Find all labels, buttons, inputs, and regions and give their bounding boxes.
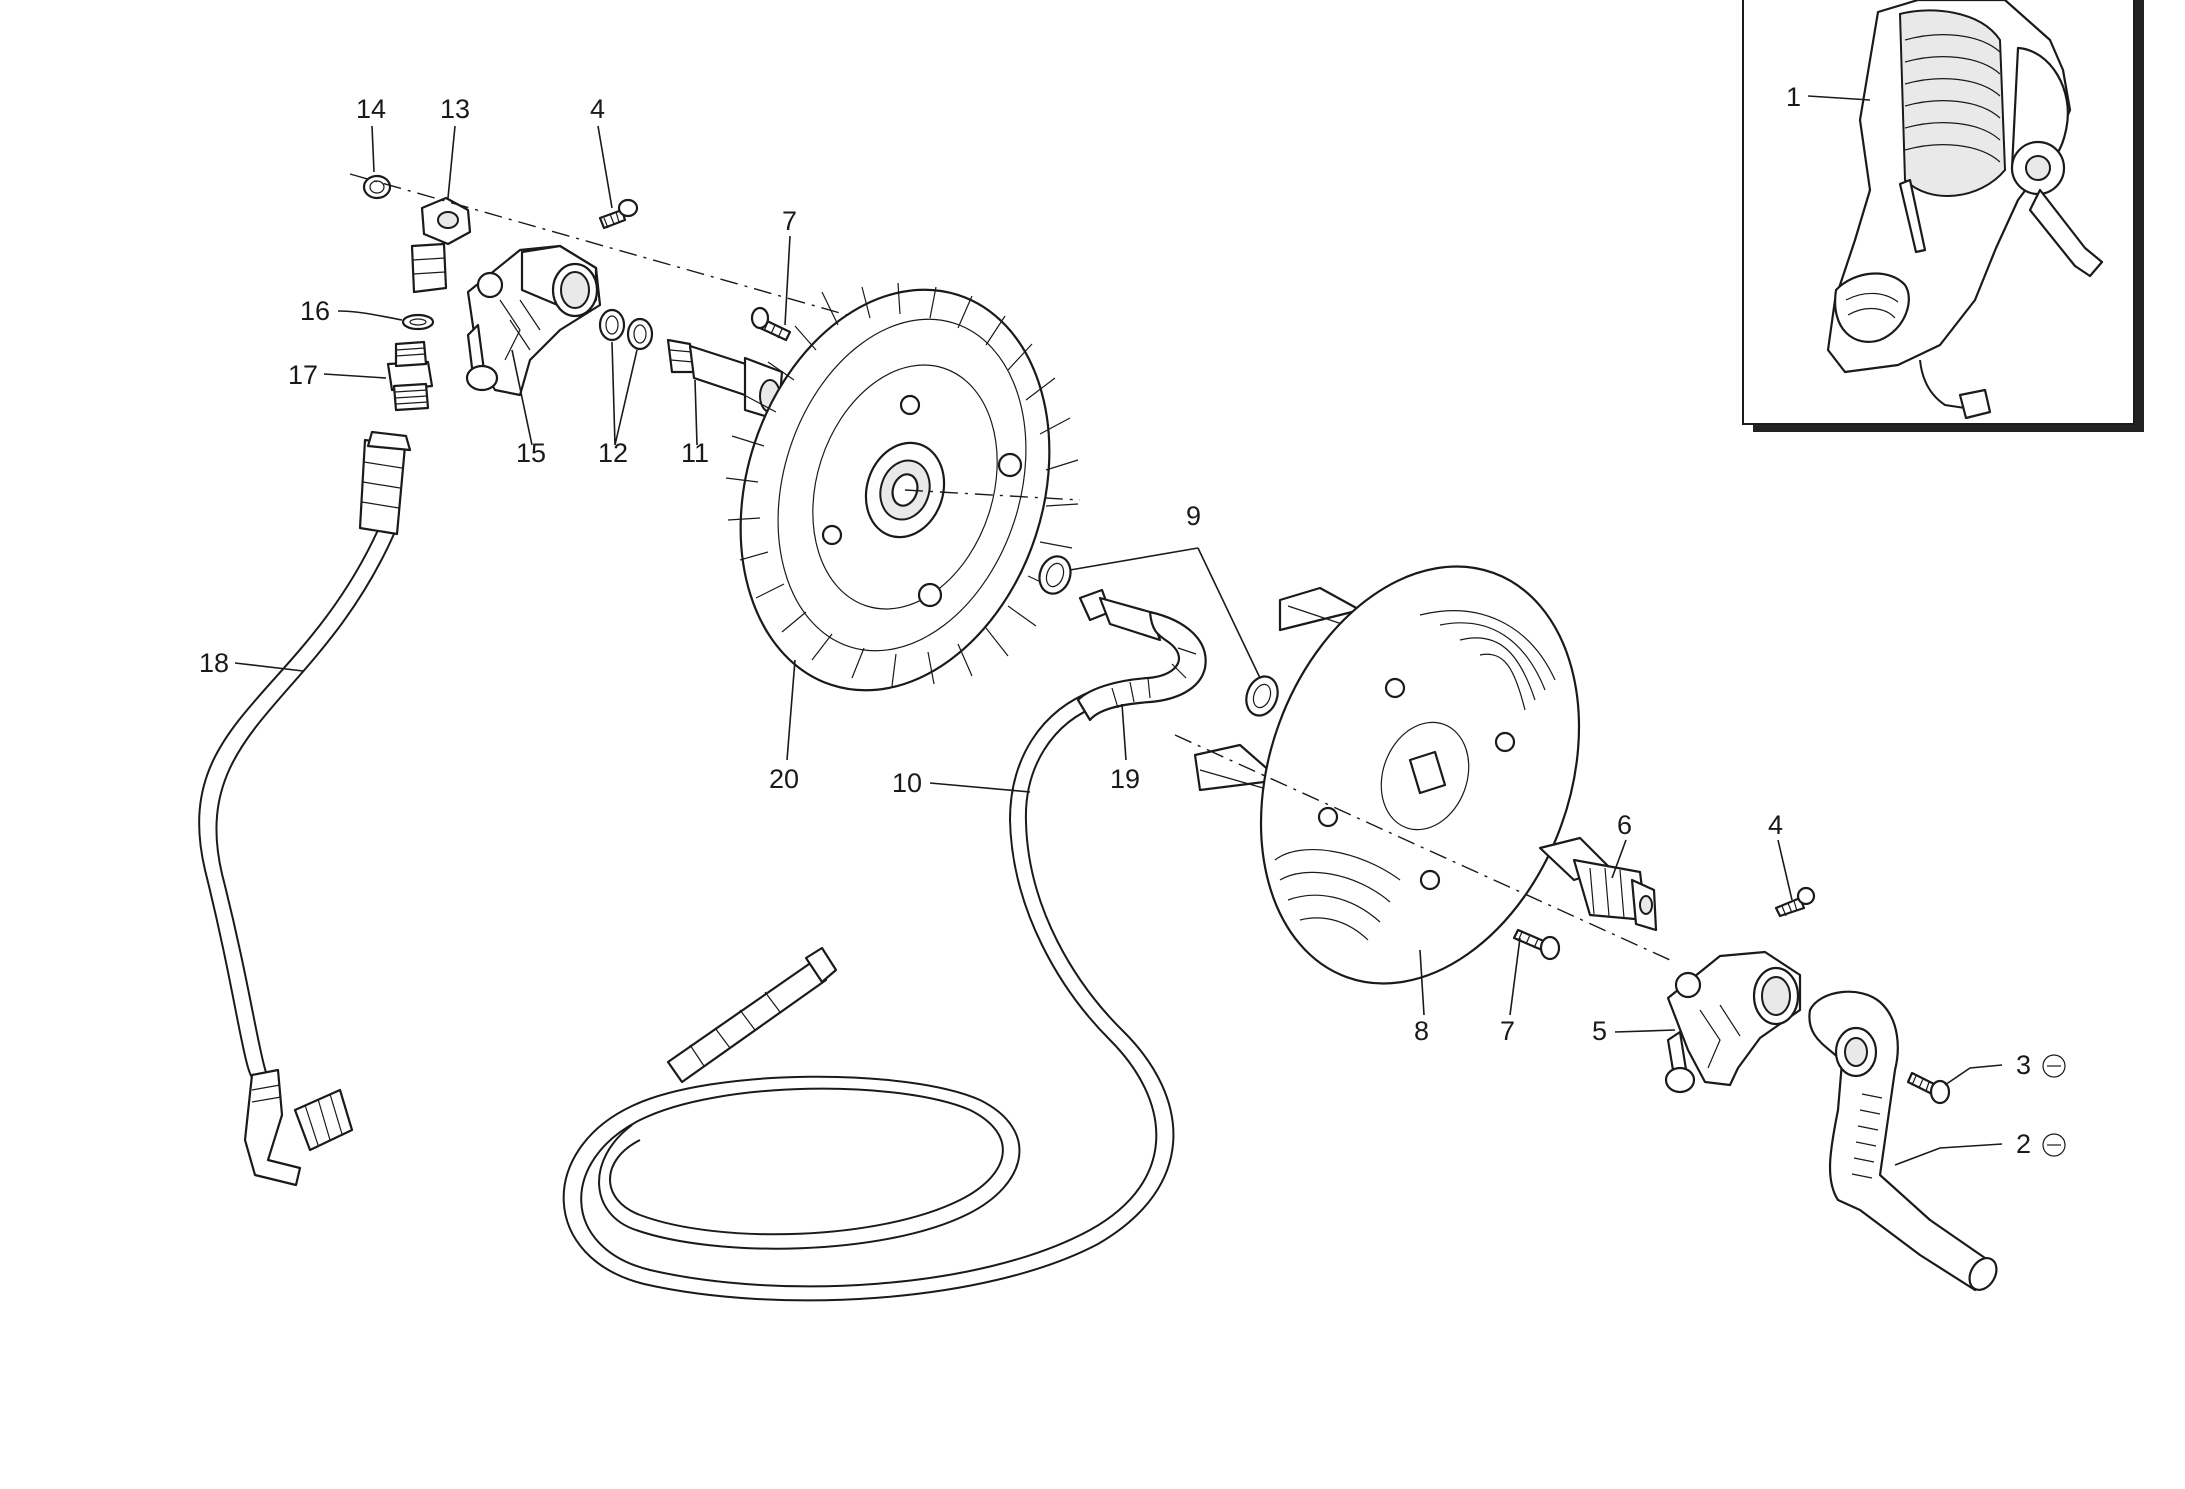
part-19-hose-guard	[1076, 588, 1207, 722]
part-4-screw-top	[598, 198, 639, 230]
leader-11	[694, 379, 698, 446]
callout-17: 17	[288, 360, 318, 390]
callout-13: 13	[440, 94, 470, 124]
callout-12: 12	[598, 438, 628, 468]
circle-minus-icon	[2042, 1054, 2066, 1078]
part-8-reel-drum	[1193, 565, 1581, 985]
part-13-angle-nut	[410, 196, 472, 294]
callout-10: 10	[892, 768, 922, 798]
part-7-screw-upper	[750, 306, 792, 342]
axis-line-disc	[904, 489, 1081, 501]
part-6-pivot-connector	[1538, 836, 1658, 932]
part-7-screw-lower	[1512, 928, 1561, 961]
callout-2: 2	[2016, 1129, 2031, 1159]
callout-7a: 7	[782, 206, 797, 236]
part-5-right-bracket	[1664, 950, 1802, 1094]
callout-7b: 7	[1500, 1016, 1515, 1046]
leader-10	[929, 782, 1031, 793]
leader-7a	[784, 235, 791, 326]
callout-19: 19	[1110, 764, 1140, 794]
callout-8: 8	[1414, 1016, 1429, 1046]
callout-1: 1	[1786, 82, 1801, 112]
circle-minus-icon	[2042, 1133, 2066, 1157]
callout-14: 14	[356, 94, 386, 124]
leader-20	[786, 659, 796, 761]
part-16-o-ring	[401, 313, 435, 331]
leader-5	[1614, 1029, 1676, 1033]
callout-16: 16	[300, 296, 330, 326]
leader-16	[337, 310, 403, 321]
leader-2	[1894, 1143, 2003, 1166]
part-17-threaded-nipple	[386, 340, 434, 412]
leader-17	[323, 373, 387, 379]
callout-3: 3	[2016, 1050, 2031, 1080]
leader-19	[1121, 703, 1127, 761]
part-18-feed-hose	[198, 430, 412, 1187]
part-20-front-disc	[725, 282, 1079, 692]
callout-20: 20	[769, 764, 799, 794]
callout-11: 11	[681, 438, 709, 468]
part-3-crank-screw	[1906, 1071, 1951, 1105]
callout-18: 18	[199, 648, 229, 678]
part-2-crank-handle	[1808, 990, 1998, 1292]
leader-4b	[1777, 839, 1793, 901]
callout-4a: 4	[590, 94, 605, 124]
leader-14	[371, 125, 375, 173]
part-9-circlip-upper	[1038, 555, 1072, 595]
leader-1	[1807, 95, 1871, 101]
axis-line-left	[349, 173, 901, 331]
callout-6: 6	[1617, 810, 1632, 840]
callout-15: 15	[516, 438, 546, 468]
leader-12	[611, 341, 638, 446]
part-15-left-bracket	[465, 244, 602, 397]
part-4-screw-lower	[1774, 886, 1816, 918]
leader-9	[1069, 547, 1261, 679]
leader-8	[1419, 949, 1425, 1016]
leader-3	[1944, 1064, 2003, 1086]
callout-5: 5	[1592, 1016, 1607, 1046]
part-10-main-hose	[562, 689, 1175, 1302]
part-9-circlip-lower	[1245, 675, 1279, 717]
leader-6	[1611, 839, 1627, 879]
part-12-seal-rings	[598, 308, 654, 351]
leader-18	[234, 662, 304, 672]
leader-7b	[1509, 937, 1521, 1016]
callout-4b: 4	[1768, 810, 1783, 840]
callout-9: 9	[1186, 501, 1201, 531]
inset-hose-reel-assembly	[1826, 0, 2104, 420]
leader-13	[447, 125, 456, 199]
part-11-swivel-connector	[666, 338, 784, 422]
axis-line-drum	[1174, 734, 1671, 961]
part-14-seal-ring	[362, 174, 392, 200]
leader-15	[511, 349, 533, 446]
inset-overview: 1	[1742, 0, 2144, 432]
leader-4a	[597, 125, 613, 209]
